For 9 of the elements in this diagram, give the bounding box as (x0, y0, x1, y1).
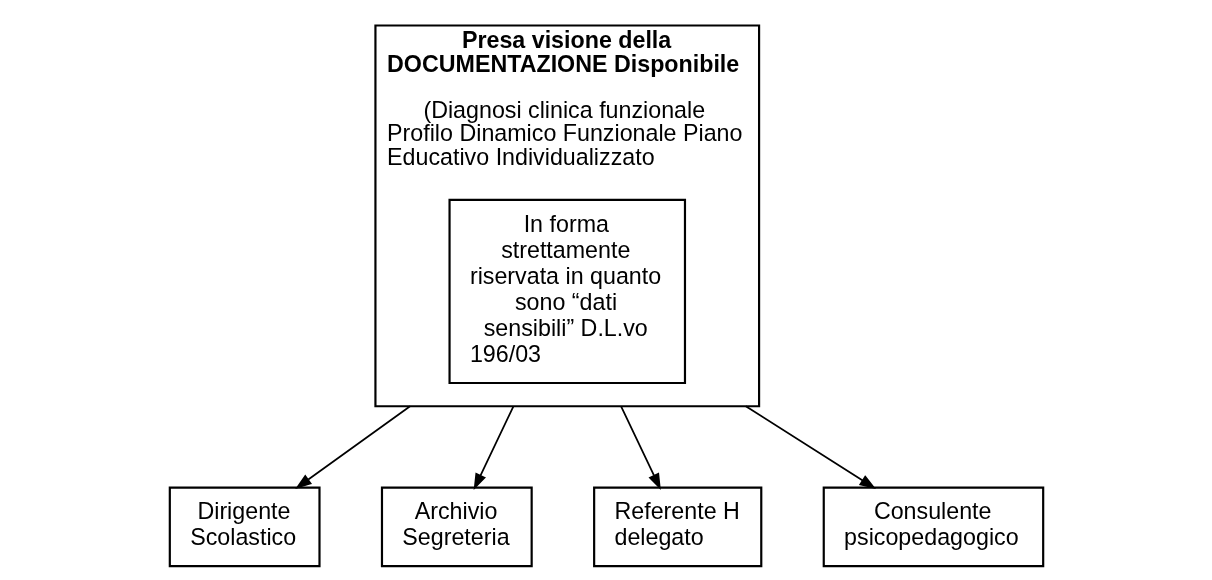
arrow (744, 405, 876, 489)
node-box: Dirigente Scolastico (168, 486, 321, 568)
node-box: Referente H delegato (592, 486, 762, 568)
arrow (473, 405, 514, 490)
node-box: Archivio Segreteria (380, 486, 533, 568)
node-box: In forma strettamente riservata in quanto sono “dati sensibili” D.L.vo 196/03 (447, 198, 686, 385)
arrow (619, 405, 661, 490)
node-box: Consulente psicopedagogico (822, 486, 1044, 568)
arrow (294, 405, 411, 489)
